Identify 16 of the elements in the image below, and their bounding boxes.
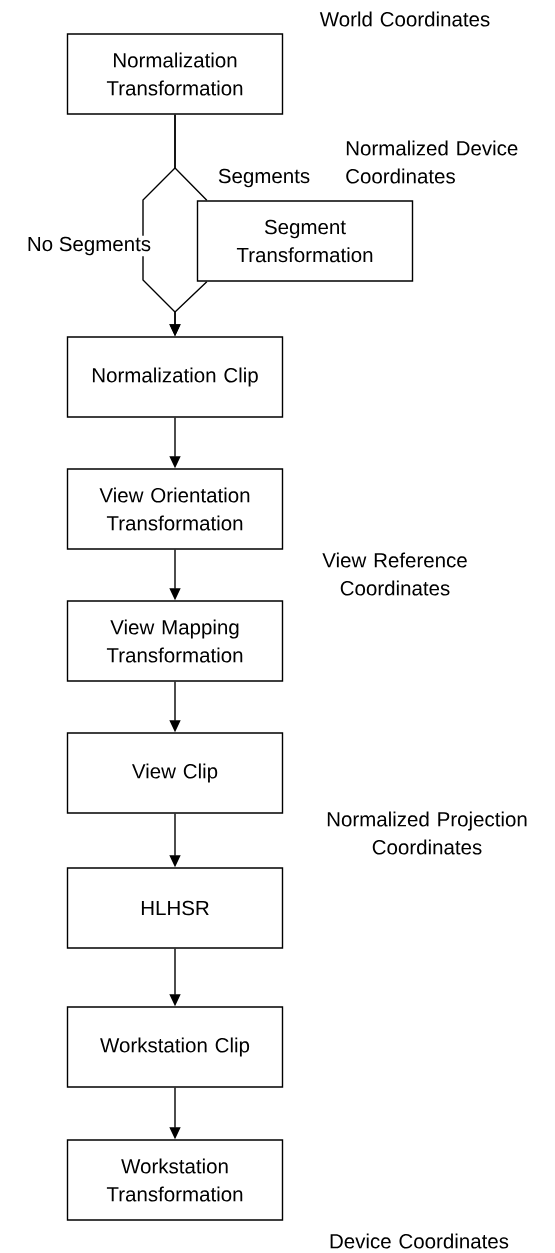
process-box: Workstation Transformation: [66, 1139, 284, 1221]
coordinate-label: Normalized Projection Coordinates: [327, 811, 527, 855]
coordinate-label: Device Coordinates: [330, 1233, 509, 1249]
process-box: Segment Transformation: [196, 200, 414, 282]
coordinate-label: View Reference Coordinates: [322, 552, 467, 596]
process-box: Normalization Clip: [66, 336, 284, 418]
process-box: View Mapping Transformation: [66, 600, 284, 682]
coordinate-label: World Coordinates: [319, 11, 490, 27]
process-box: Normalization Transformation: [66, 33, 284, 115]
process-box: View Orientation Transformation: [66, 468, 284, 550]
process-box: Workstation Clip: [66, 1006, 284, 1088]
process-box: HLHSR: [66, 867, 284, 949]
edge-label: Segments: [216, 167, 312, 189]
process-box: View Clip: [66, 732, 284, 814]
edge-label: No Segments: [25, 235, 153, 257]
coordinate-label: Normalized Device Coordinates: [346, 140, 518, 184]
